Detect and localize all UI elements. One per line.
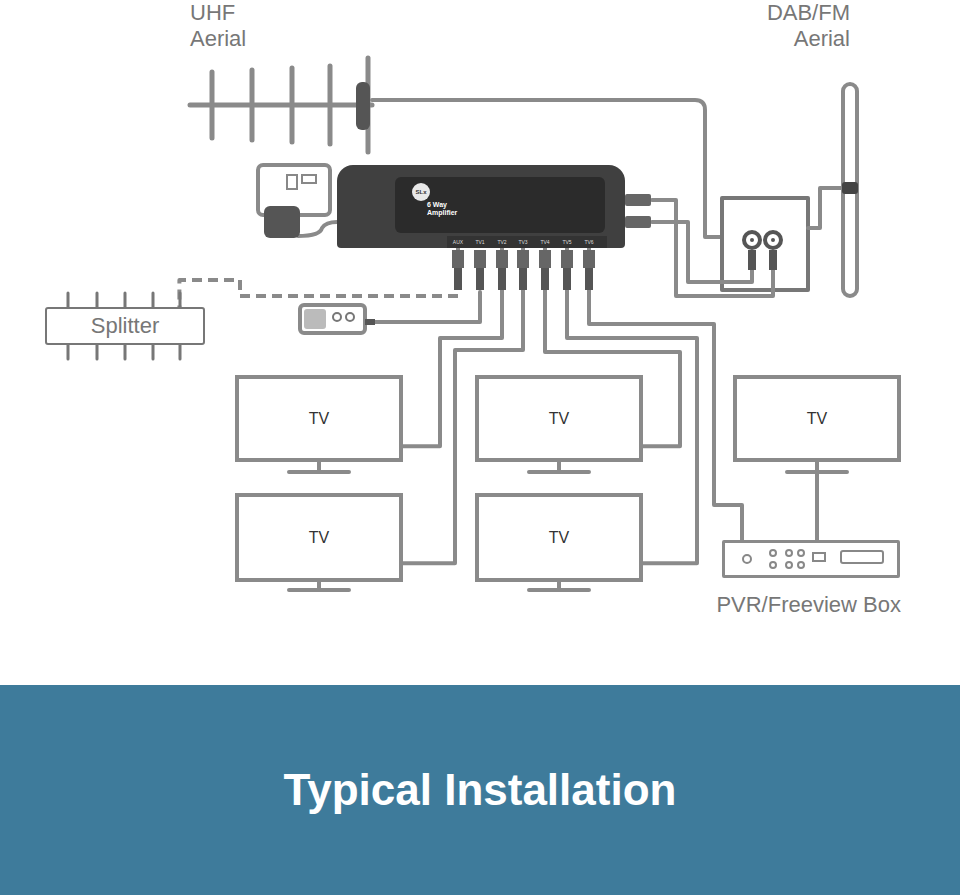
title-band: Typical Installation [0, 685, 960, 895]
tv-label: TV [309, 410, 329, 428]
tv-label: TV [309, 529, 329, 547]
tv-screen: TV [235, 493, 403, 582]
port-label: TV1 [470, 238, 490, 246]
tv-screen: TV [733, 375, 901, 462]
pvr-box: PVR/Freeview Box [722, 540, 900, 578]
port-label: TV6 [579, 238, 599, 246]
logo-mark: SLx [412, 183, 430, 201]
tv-label: TV [549, 529, 569, 547]
pvr-label: PVR/Freeview Box [716, 592, 901, 618]
port-label: TV4 [535, 238, 555, 246]
tv-screen: TV [475, 493, 643, 582]
aerial-label: DAB/FM Aerial [752, 0, 850, 52]
tv-label: TV [807, 410, 827, 428]
pvr-front [725, 543, 897, 575]
port-label: TV2 [492, 238, 512, 246]
aerial-label: UHF Aerial [190, 0, 270, 52]
port-label: AUX [448, 238, 468, 246]
tv-label: TV [549, 410, 569, 428]
title: Typical Installation [284, 765, 677, 815]
node-label: 6 Way Amplifier [427, 201, 469, 217]
tv-screen: TV [235, 375, 403, 462]
cable [179, 248, 458, 307]
port-label: TV5 [557, 238, 577, 246]
amplifier-box: 6 Way Amplifier [337, 165, 625, 248]
splitter-box: Splitter [45, 307, 205, 345]
node-label: Splitter [91, 313, 159, 339]
port-label: TV3 [513, 238, 533, 246]
tv-screen: TV [475, 375, 643, 462]
